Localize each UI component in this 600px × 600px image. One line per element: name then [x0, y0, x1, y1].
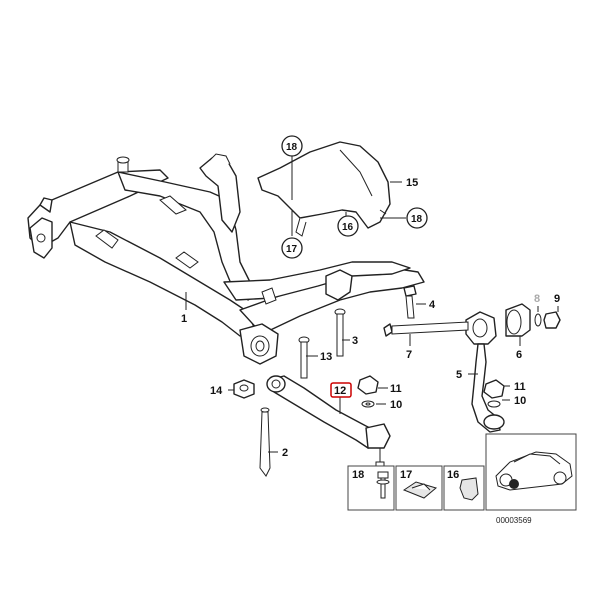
washer-part — [534, 313, 542, 327]
callout-11-center: 11 — [390, 383, 402, 395]
callout-18-top: 18 — [281, 135, 303, 157]
callout-3: 3 — [352, 335, 358, 347]
svg-text:18: 18 — [286, 142, 298, 153]
long-bolt-part — [383, 321, 469, 337]
nut-14-part — [233, 379, 255, 399]
catalog-number: 00003569 — [496, 516, 532, 525]
svg-text:16: 16 — [447, 469, 459, 481]
legend-item-16: 16 — [443, 465, 485, 511]
bolt-3-part — [334, 308, 346, 357]
callout-4: 4 — [429, 299, 436, 311]
subframe-part — [27, 153, 425, 365]
callout-12: 12 — [334, 385, 346, 397]
callout-12-highlighted: 12 — [330, 382, 352, 398]
washer-10-right-part — [487, 400, 501, 408]
callout-18-right: 18 — [406, 207, 428, 229]
control-arm-part — [266, 375, 391, 471]
callout-10-right: 10 — [514, 395, 526, 407]
callout-10-center: 10 — [390, 399, 402, 411]
heat-shield-part — [257, 141, 391, 237]
callout-14: 14 — [210, 385, 223, 397]
svg-text:17: 17 — [400, 469, 412, 481]
washer-10-center-part — [361, 400, 375, 408]
callout-6: 6 — [516, 349, 522, 361]
bolt-13-part — [298, 336, 310, 379]
legend-item-18: 18 — [347, 465, 395, 511]
leader-lines — [185, 156, 559, 453]
bushing-part — [505, 303, 531, 337]
legend-item-17: 17 — [395, 465, 443, 511]
callout-15: 15 — [406, 177, 418, 189]
callout-7: 7 — [406, 349, 412, 361]
svg-text:18: 18 — [352, 469, 364, 481]
callout-9: 9 — [554, 293, 560, 305]
callout-8: 8 — [534, 293, 540, 305]
callout-16-circled: 16 — [337, 215, 359, 237]
bolt-4-part — [403, 285, 417, 319]
callout-1: 1 — [181, 313, 187, 325]
trailing-link-part — [465, 311, 505, 433]
svg-text:18: 18 — [411, 214, 423, 225]
car-location-thumbnail — [485, 433, 577, 511]
bolt-2-part — [259, 407, 271, 477]
svg-text:16: 16 — [342, 222, 354, 233]
callout-11-right: 11 — [514, 381, 526, 393]
callout-2: 2 — [282, 447, 288, 459]
callout-17-circled: 17 — [281, 237, 303, 259]
nut-11-right-part — [483, 379, 505, 399]
nut-11-center-part — [357, 375, 379, 395]
callout-13: 13 — [320, 351, 332, 363]
callout-5: 5 — [456, 369, 462, 381]
svg-text:17: 17 — [286, 244, 298, 255]
nut-part — [543, 311, 561, 329]
